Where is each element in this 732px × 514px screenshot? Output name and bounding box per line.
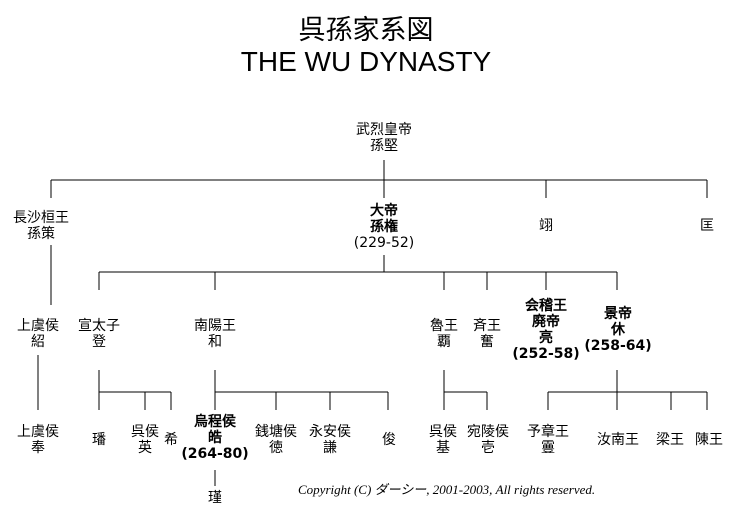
person-sun-wan: 予章王 霻 — [518, 424, 578, 456]
person-name: 覇 — [437, 334, 451, 350]
person-name: 英 — [138, 440, 152, 456]
person-sun-xiu: 景帝 休 (258-64) — [582, 306, 654, 354]
person-name: 孫策 — [27, 226, 55, 242]
person-name: 基 — [436, 440, 450, 456]
person-title: 上虞侯 — [17, 424, 59, 440]
person-sun-ying: 呉侯 英 — [122, 424, 168, 456]
person-name: 和 — [208, 334, 222, 350]
person-name: 皓 — [208, 430, 222, 446]
person-title: 永安侯 — [309, 424, 351, 440]
person-sun-jian: 武烈皇帝 孫堅 — [334, 122, 434, 154]
person-title: 陳王 — [695, 432, 723, 448]
person-chen-wang: 陳王 — [688, 432, 730, 448]
person-name: 奮 — [480, 334, 494, 350]
person-sun-qian: 永安侯 謙 — [302, 424, 358, 456]
person-name: 孫権 — [370, 219, 398, 235]
person-name: 謙 — [323, 440, 337, 456]
person-title: 宣太子 — [78, 318, 120, 334]
person-title: 銭塘侯 — [255, 424, 297, 440]
person-title: 長沙桓王 — [13, 210, 69, 226]
person-sun-quan: 大帝 孫権 (229-52) — [334, 203, 434, 251]
person-name: 璠 — [92, 432, 106, 448]
person-sun-jun: 俊 — [374, 432, 404, 448]
person-sun-hao: 烏程侯 皓 (264-80) — [175, 414, 255, 462]
person-name: 希 — [164, 432, 178, 448]
copyright-notice: Copyright (C) ダーシー, 2001-2003, All right… — [298, 482, 596, 497]
person-title: 景帝 — [604, 306, 632, 322]
person-title: 呉侯 — [131, 424, 159, 440]
person-name: 亮 — [539, 330, 553, 346]
person-name: 徳 — [269, 440, 283, 456]
person-title: 武烈皇帝 — [356, 122, 412, 138]
person-sun-fan: 璠 — [84, 432, 114, 448]
person-name: 紹 — [31, 334, 45, 350]
person-sun-kuang: 匡 — [677, 218, 732, 234]
person-sun-ce: 長沙桓王 孫策 — [1, 210, 81, 242]
person-sun-jin: 瑾 — [200, 490, 230, 506]
person-sun-deng: 宣太子 登 — [64, 318, 134, 350]
person-name: 奉 — [31, 440, 45, 456]
person-reign: (258-64) — [584, 338, 652, 354]
person-title: 魯王 — [430, 318, 458, 334]
person-sun-yi-wanling: 宛陵侯 壱 — [460, 424, 516, 456]
person-title: 梁王 — [656, 432, 684, 448]
person-sun-xi: 希 — [158, 432, 184, 448]
person-reign: (252-58) — [512, 346, 580, 362]
person-title: 予章王 — [527, 424, 569, 440]
person-name: 翊 — [539, 218, 553, 234]
person-sun-fen: 斉王 奮 — [465, 318, 509, 350]
person-sun-yi: 翊 — [516, 218, 576, 234]
person-name: 登 — [92, 334, 106, 350]
person-title-2: 廃帝 — [532, 314, 560, 330]
person-reign: (229-52) — [353, 235, 415, 251]
page-subtitle: THE WU DYNASTY — [240, 46, 492, 77]
person-name: 瑾 — [208, 490, 222, 506]
person-name: 俊 — [382, 432, 396, 448]
person-title: 呉侯 — [429, 424, 457, 440]
person-title: 烏程侯 — [194, 414, 236, 430]
person-title: 大帝 — [370, 203, 398, 219]
person-name: 休 — [611, 322, 625, 338]
person-sun-feng: 上虞侯 奉 — [0, 424, 76, 456]
person-runan-wang: 汝南王 — [588, 432, 648, 448]
person-sun-ba: 魯王 覇 — [419, 318, 469, 350]
person-title: 南陽王 — [194, 318, 236, 334]
person-title: 斉王 — [473, 318, 501, 334]
person-liang-wang: 梁王 — [648, 432, 692, 448]
person-name: 匡 — [700, 218, 714, 234]
person-title: 会稽王 — [525, 298, 567, 314]
person-reign: (264-80) — [181, 446, 249, 462]
person-sun-de: 銭塘侯 徳 — [248, 424, 304, 456]
person-sun-he: 南陽王 和 — [175, 318, 255, 350]
page-title: 呉孫家系図 — [298, 15, 434, 46]
person-name: 孫堅 — [370, 138, 398, 154]
person-title: 上虞侯 — [17, 318, 59, 334]
person-name: 壱 — [481, 440, 495, 456]
person-name: 霻 — [541, 440, 555, 456]
person-title: 汝南王 — [597, 432, 639, 448]
person-sun-shao: 上虞侯 紹 — [0, 318, 76, 350]
person-title: 宛陵侯 — [467, 424, 509, 440]
person-sun-ji: 呉侯 基 — [420, 424, 466, 456]
person-sun-liang: 会稽王 廃帝 亮 (252-58) — [506, 298, 586, 362]
